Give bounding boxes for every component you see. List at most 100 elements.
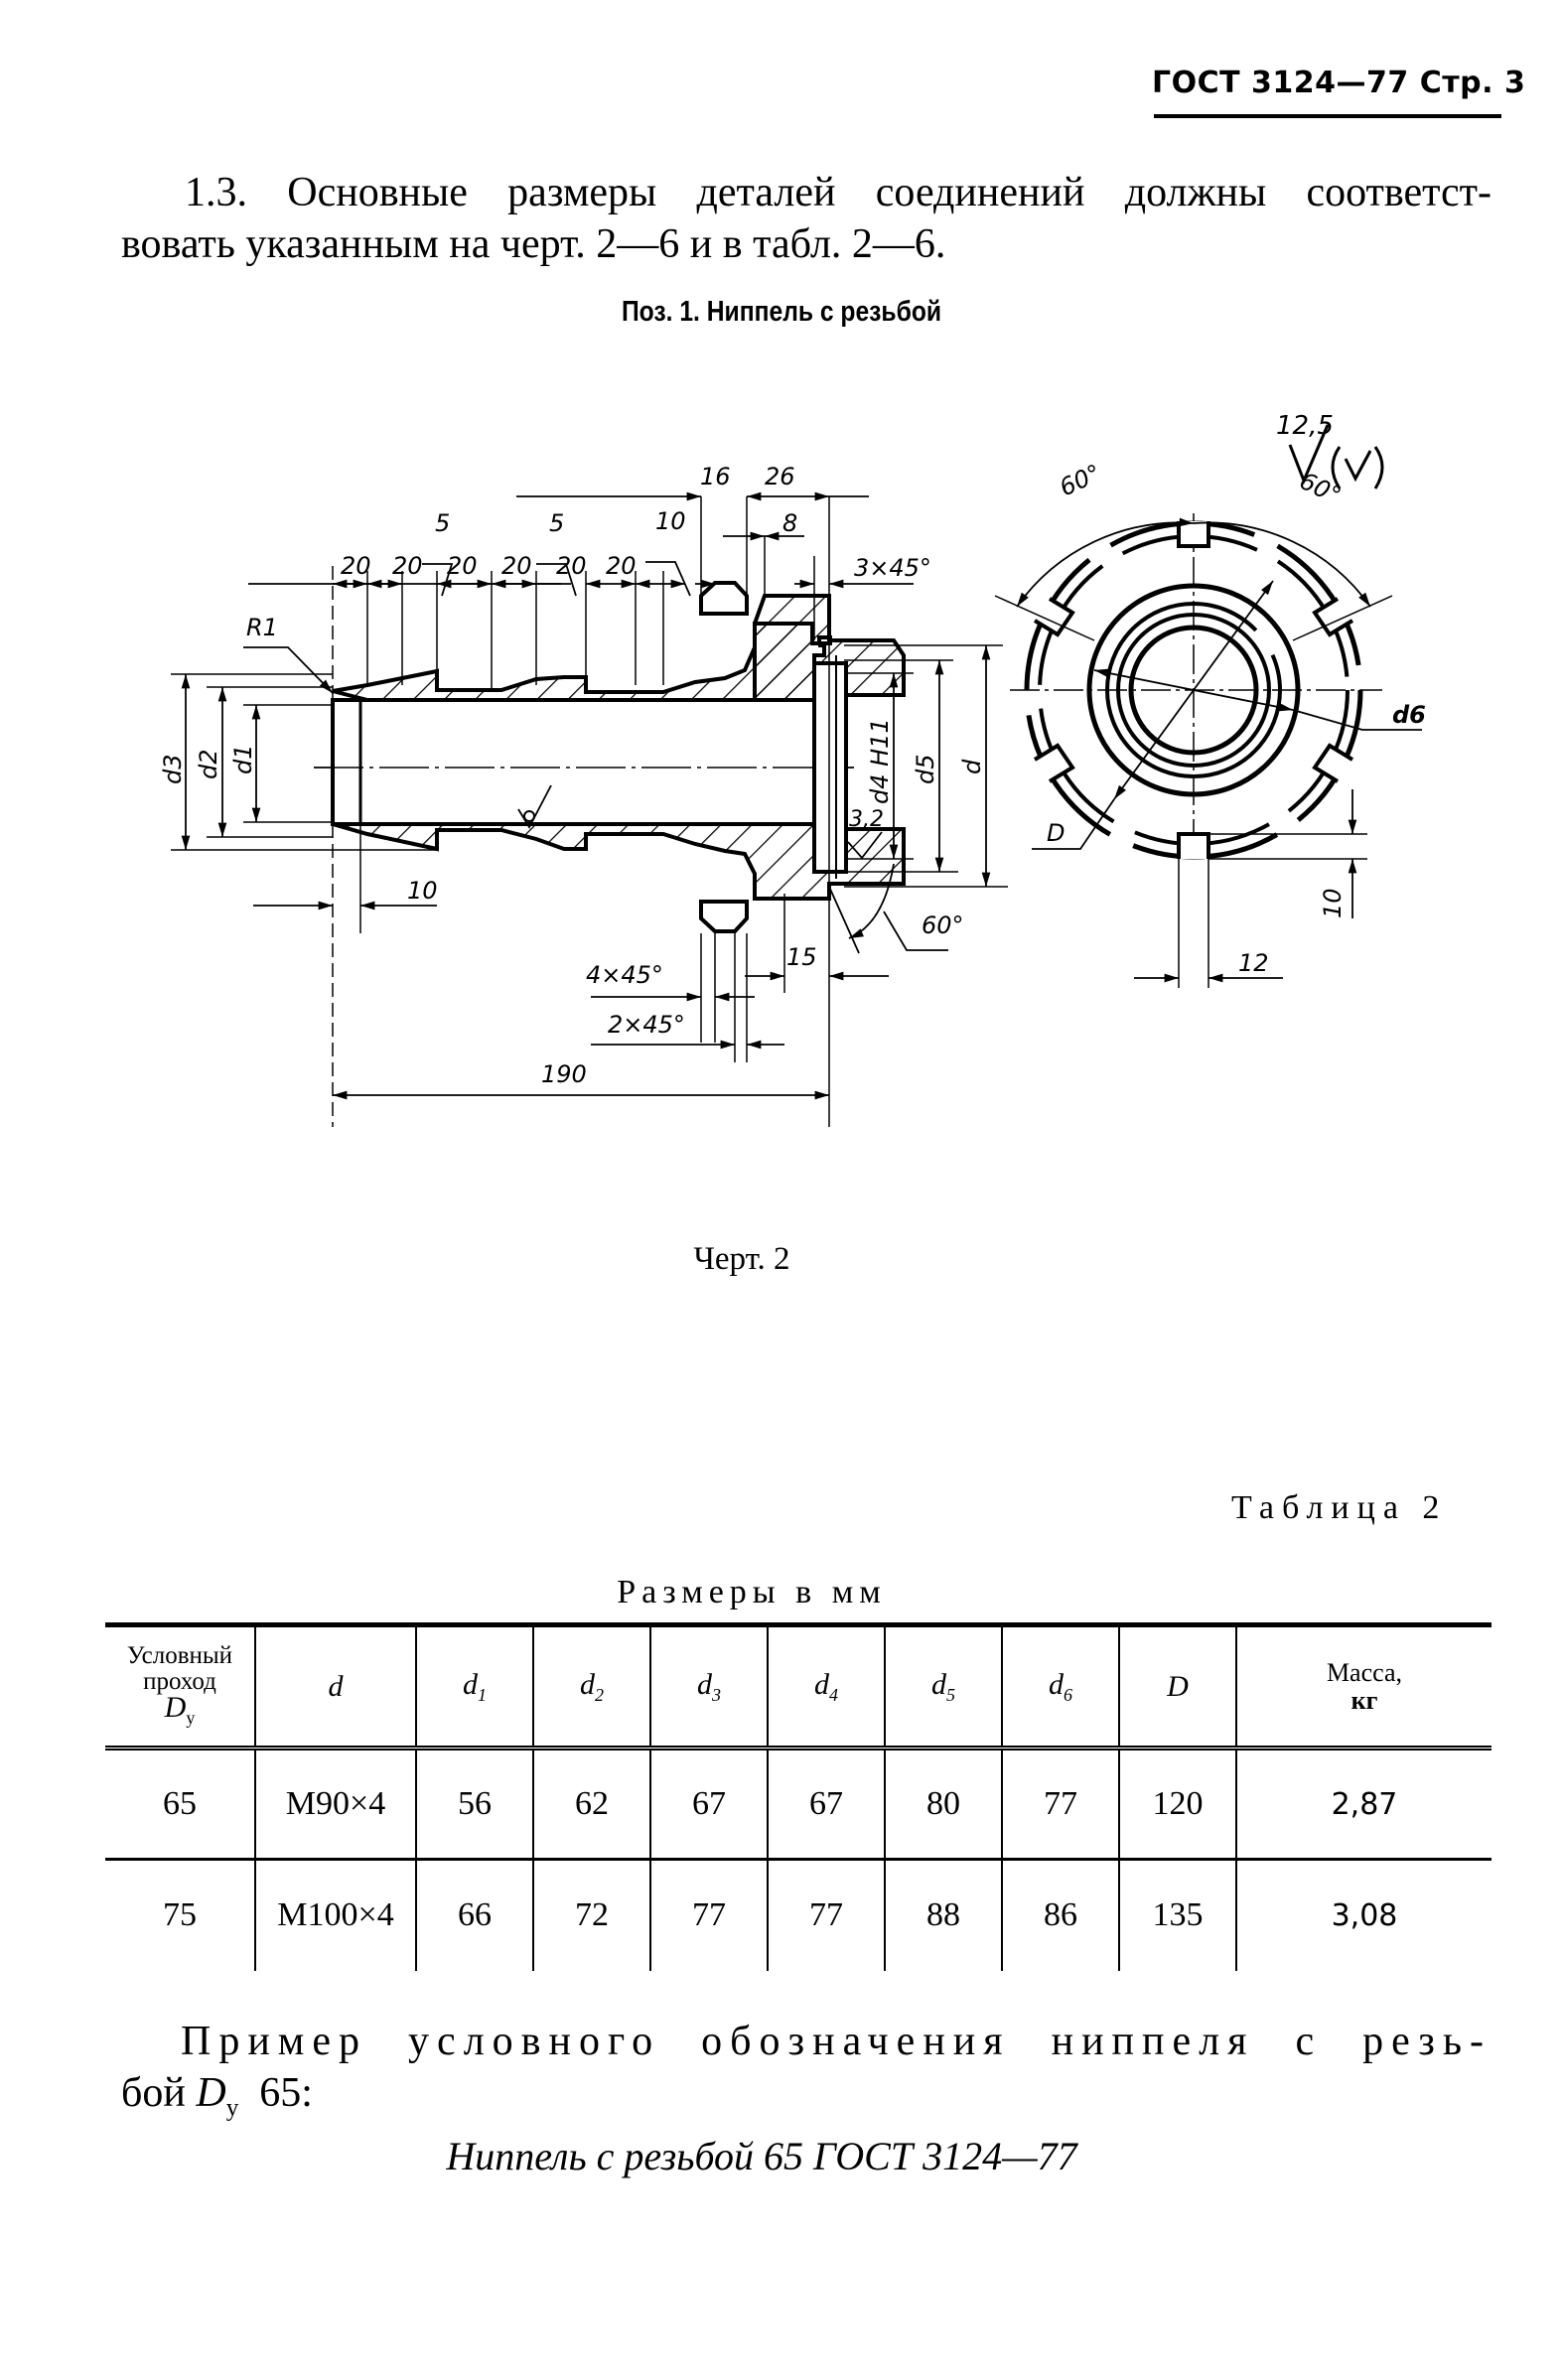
example-suffix: 65:	[238, 2070, 313, 2116]
header-d1: d1	[415, 1624, 533, 1749]
header-D: D	[1118, 1624, 1236, 1749]
header-d2-text: d	[580, 1667, 595, 1701]
dimension-labels: 20 20 20 20 20 20 5 5 10 16 26 8 3×45° R…	[159, 463, 986, 1088]
dimensions-table: Условный проход Dу d d1 d2 d3 d4 d5 d6 D…	[105, 1622, 1492, 1971]
label-D: D	[1047, 819, 1065, 847]
label-d: d	[958, 759, 986, 774]
header-dy-sub: у	[186, 1707, 196, 1728]
label-groove-5b: 5	[549, 509, 564, 537]
label-groove-10: 10	[655, 507, 686, 535]
example-paragraph: Пример условного обозначения ниппеля с р…	[121, 2016, 1492, 2134]
counterbore	[812, 661, 848, 874]
header-d: d	[254, 1624, 416, 1749]
label-26: 26	[765, 463, 795, 490]
angle-ext-right	[1292, 595, 1393, 641]
label-step-5: 20	[556, 552, 587, 580]
label-angle-60: 60°	[922, 911, 964, 939]
header-dy-symbol: D	[164, 1690, 187, 1724]
header-d4-sub: 4	[829, 1684, 838, 1705]
header-mass: Масса, кг	[1235, 1624, 1492, 1749]
cell-d1: 66	[415, 1859, 533, 1971]
cell-d1: 56	[415, 1748, 533, 1860]
label-8: 8	[782, 509, 797, 537]
header-d3-text: d	[697, 1667, 712, 1701]
cell-dy: 75	[163, 1896, 197, 1934]
cell-d2: 72	[532, 1859, 650, 1971]
header-d6: d6	[1001, 1624, 1119, 1749]
header-d5: d5	[884, 1624, 1002, 1749]
label-chamfer-2x45: 2×45°	[608, 1011, 685, 1039]
position-title: Поз. 1. Ниппель с резьбой	[621, 296, 942, 328]
header-d5-sub: 5	[946, 1684, 955, 1705]
check-icon	[1288, 424, 1330, 485]
table-title: Таблица 2	[1231, 1489, 1448, 1526]
header-d4-text: d	[814, 1667, 829, 1701]
angle-arc-right	[1193, 521, 1371, 608]
label-chamfer-3x45: 3×45°	[854, 554, 931, 582]
header-dy-line1: Условный	[126, 1641, 233, 1669]
header-d3-sub: 3	[712, 1684, 721, 1705]
cell-d: M90×4	[254, 1748, 416, 1860]
drawing-caption: Черт. 2	[693, 1241, 790, 1277]
page-header: ГОСТ 3124—77 Стр. 3	[1152, 66, 1526, 100]
nipple-end-view: 60° 60° D d6 12 10	[994, 459, 1426, 988]
cell-D: 135	[1118, 1859, 1236, 1971]
header-mass-line1: Масса,	[1326, 1657, 1403, 1687]
label-groove-5a: 5	[435, 509, 450, 537]
label-step-3: 20	[447, 552, 478, 580]
label-roughness-12-5: 12,5	[1276, 411, 1334, 441]
cell-d6: 86	[1001, 1859, 1119, 1971]
header-d3: d3	[649, 1624, 768, 1749]
label-d1: d1	[229, 744, 257, 774]
label-190: 190	[541, 1060, 587, 1088]
example-line-2: бой Dу 65:	[121, 2067, 1492, 2134]
intro-paragraph: 1.3. Основные размеры деталей соединений…	[121, 167, 1492, 270]
label-chamfer-4x45: 4×45°	[586, 961, 663, 989]
collar-lower	[699, 900, 749, 933]
intro-line-2: вовать указанным на черт. 2—6 и в табл. …	[121, 221, 946, 267]
cell-d2: 62	[532, 1748, 650, 1860]
collar-upper	[699, 581, 749, 616]
example-prefix: бой	[121, 2070, 197, 2116]
header-mass-line2: кг	[1350, 1685, 1378, 1715]
roughness-symbol-general: 12,5	[1276, 411, 1384, 490]
paren-right-icon	[1373, 446, 1384, 490]
table-units: Размеры в мм	[617, 1574, 887, 1610]
header-d6-text: d	[1049, 1667, 1064, 1701]
intro-line-1: 1.3. Основные размеры деталей соединений…	[185, 170, 1492, 215]
header-d1-text: d	[463, 1667, 478, 1701]
example-line-1: Пример условного обозначения ниппеля с р…	[181, 2019, 1492, 2064]
roughness-circle	[523, 810, 535, 822]
table-row: 65 M90×4 56 62 67 67 80 77 120 2,87	[105, 1748, 1492, 1860]
label-step-1: 20	[341, 552, 371, 580]
cell-d4: 67	[767, 1748, 885, 1860]
label-15: 15	[786, 943, 817, 971]
header-dy-line2: проход	[143, 1667, 216, 1695]
label-step-2: 20	[392, 552, 423, 580]
angle-arc-left	[1016, 517, 1195, 608]
label-R1: R1	[246, 614, 278, 641]
header-d6-sub: 6	[1064, 1684, 1072, 1705]
d6-diameter-line	[1093, 668, 1294, 712]
label-d6: d6	[1392, 701, 1426, 729]
cell-d4: 77	[767, 1859, 885, 1971]
header-D-text: D	[1167, 1669, 1189, 1703]
header-d4: d4	[767, 1624, 885, 1749]
angle-ext-left	[994, 595, 1095, 641]
cell-d3: 77	[649, 1859, 768, 1971]
technical-drawing: 20 20 20 20 20 20 5 5 10 16 26 8 3×45° R…	[159, 411, 1426, 1127]
label-slot-width: 12	[1238, 949, 1269, 977]
cell-d3: 67	[649, 1748, 768, 1860]
cell-mass: 3,08	[1235, 1859, 1492, 1971]
header-dy: Условный проход Dу	[105, 1625, 255, 1749]
paren-left-icon	[1331, 446, 1342, 490]
table-header-row: Условный проход Dу d d1 d2 d3 d4 d5 d6 D…	[105, 1624, 1492, 1749]
extension-lines	[171, 496, 1008, 1127]
label-bottom-10: 10	[407, 877, 438, 905]
check-in-parens-icon	[1344, 450, 1372, 483]
header-d2: d2	[532, 1624, 650, 1749]
example-designation: Ниппель с резьбой 65 ГОСТ 3124—77	[446, 2134, 1077, 2178]
header-d1-sub: 1	[478, 1684, 487, 1705]
label-d3: d3	[159, 754, 187, 784]
cell-D: 120	[1118, 1748, 1236, 1860]
